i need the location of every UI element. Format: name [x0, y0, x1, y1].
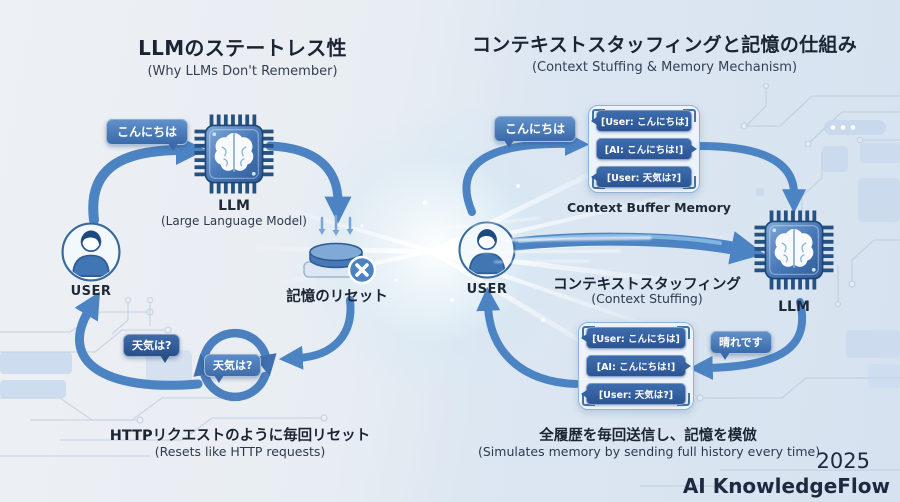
footer-credit: 2025 AI KnowledgeFlow — [670, 449, 890, 498]
history-message: [User: 天気は?] — [586, 383, 686, 405]
right-caption-sub: (Simulates memory by sending full histor… — [478, 444, 821, 459]
arrow-right-user-to-buffer — [462, 131, 590, 216]
user-avatar-icon — [457, 220, 517, 280]
left-section-header: LLMのステートレス性 (Why LLMs Don't Remember) — [50, 32, 435, 79]
left-weather-bubble: 天気は? — [123, 334, 181, 363]
arrow-right-history-to-user — [476, 286, 580, 388]
right-user-label: USER — [466, 282, 508, 297]
refresh-cycle-icon — [193, 328, 277, 402]
left-greeting-bubble: こんにちは — [106, 119, 189, 151]
reset-label: 記憶のリセット — [286, 289, 388, 305]
footer-year: 2025 — [816, 449, 870, 473]
arrow-left-reset-to-cycle — [278, 296, 355, 370]
stuffing-sublabel: (Context Stuffing) — [591, 291, 703, 306]
buffer-label: Context Buffer Memory — [567, 200, 731, 215]
history-box: [User: こんにちは] [AI: こんにちは!] [User: 天気は?] — [578, 322, 694, 410]
arrow-left-return-to-user — [74, 291, 203, 390]
history-message: [User: こんにちは] — [586, 327, 686, 349]
answer-bubble: 晴れです — [710, 331, 772, 360]
user-avatar-icon — [60, 221, 122, 283]
right-llm-label: LLM — [778, 299, 810, 315]
buffer-message: [User: 天気は?] — [596, 166, 692, 188]
right-greeting-bubble: こんにちは — [494, 116, 577, 148]
arrow-left-llm-to-reset — [265, 141, 352, 224]
left-llm-sublabel: (Large Language Model) — [160, 214, 307, 228]
left-title: LLMのステートレス性 — [138, 36, 347, 60]
right-subtitle: (Context Stuffing & Memory Mechanism) — [531, 60, 798, 75]
footer-brand: AI KnowledgeFlow — [682, 474, 890, 498]
llm-chip-icon — [752, 208, 836, 292]
buffer-message: [User: こんにちは] — [596, 110, 692, 132]
llm-chip-icon — [192, 112, 276, 196]
buffer-message: [AI: こんにちは!] — [596, 138, 692, 160]
left-caption-sub: (Resets like HTTP requests) — [154, 444, 326, 459]
left-llm-label: LLM — [218, 198, 250, 214]
arrow-right-llm-to-history — [688, 298, 807, 380]
arrow-right-buffer-to-llm — [696, 142, 806, 214]
context-buffer-box: [User: こんにちは] [AI: こんにちは!] [User: 天気は?] — [588, 105, 700, 193]
stuffing-label: コンテキストスタッフィング — [553, 277, 741, 293]
left-subtitle: (Why LLMs Don't Remember) — [147, 64, 338, 79]
left-caption: HTTPリクエストのように毎回リセット — [109, 428, 371, 444]
history-message: [AI: こんにちは!] — [586, 355, 686, 377]
right-title: コンテキストスタッフィングと記憶の仕組み — [471, 34, 858, 56]
memory-reset-icon — [303, 214, 377, 285]
left-user-label: USER — [70, 284, 112, 299]
right-caption: 全履歴を毎回送信し、記憶を模倣 — [539, 428, 757, 444]
cycle-weather-bubble: 天気は? — [204, 354, 262, 383]
right-section-header: コンテキストスタッフィングと記憶の仕組み (Context Stuffing &… — [452, 30, 877, 75]
arrow-left-user-to-llm — [88, 135, 206, 225]
